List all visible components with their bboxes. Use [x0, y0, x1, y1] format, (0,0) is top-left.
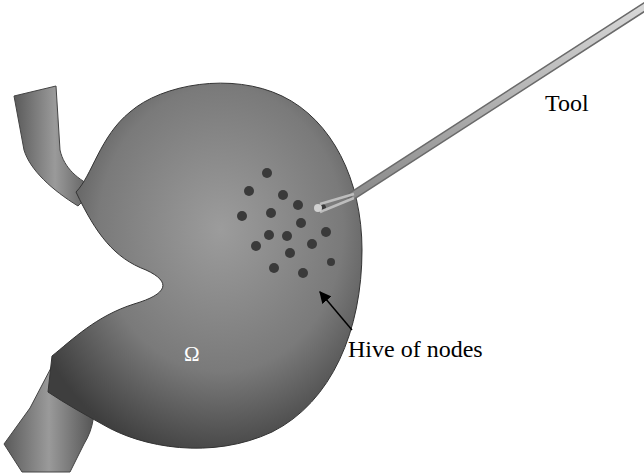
region-label: Hive of nodes	[348, 336, 483, 362]
leader-arrow	[320, 292, 352, 330]
domain-symbol: Ω	[184, 343, 200, 366]
node-dots	[237, 168, 335, 278]
tool-label: Tool	[545, 90, 589, 116]
stomach	[48, 83, 362, 448]
tool-instrument	[314, 6, 644, 212]
